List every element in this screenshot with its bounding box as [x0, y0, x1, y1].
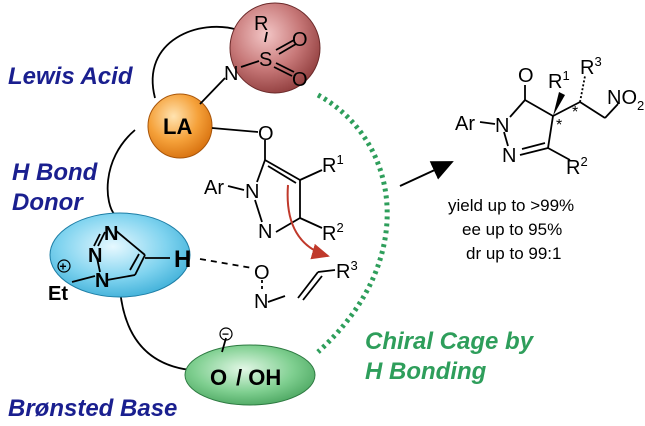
- bond-n-s: [240, 60, 260, 68]
- bond-la-o: [211, 127, 259, 133]
- nitro-r3-label: R3: [336, 258, 358, 283]
- scaffold-link-bottom: [119, 289, 191, 371]
- alkene-c1-c2: [297, 271, 319, 299]
- prod-c4-c3: [547, 115, 554, 149]
- product-r3-label: R3: [580, 54, 602, 79]
- bond-et-n3: [71, 275, 96, 283]
- stereo-star-2: *: [572, 104, 578, 121]
- chiral-cage-arc: [316, 92, 390, 354]
- nitro-o-label: O: [254, 262, 270, 284]
- bond-s-o-double-1a: [275, 39, 295, 51]
- tri-n3-c4: [106, 274, 136, 281]
- bond-ar-n1: [227, 185, 245, 191]
- hydrogen-bond-dash: [199, 258, 253, 269]
- product-r1-label: R1: [548, 68, 570, 93]
- stereo-star-1: *: [556, 117, 562, 134]
- h-bond-donor-role-label-2: Donor: [12, 189, 83, 216]
- nitro-n-o2: [267, 295, 286, 303]
- triazolium-ellipse: [49, 212, 191, 298]
- base-oh-label: / OH: [236, 365, 281, 390]
- chiral-cage-label-1: Chiral Cage by: [365, 328, 534, 355]
- scaffold-link-top: [151, 25, 239, 99]
- product-ar-label: Ar: [455, 113, 475, 135]
- prod-n1-c5: [509, 99, 526, 118]
- product-n1-label: N: [495, 115, 509, 137]
- bond-s-o-double-1b: [278, 43, 297, 55]
- ring-n2-n1: [254, 199, 263, 223]
- substrate-n2-label: N: [258, 221, 272, 243]
- bond-c4-r1: [299, 169, 323, 181]
- la-label: LA: [163, 114, 192, 139]
- attack-arrow: [286, 184, 330, 260]
- product-n2-label: N: [502, 145, 516, 167]
- bronsted-base-role-label: Brønsted Base: [8, 395, 178, 422]
- product-no2-label: NO2: [607, 87, 644, 113]
- tri-n1-n2: [97, 231, 106, 247]
- base-o-label: O: [210, 365, 227, 390]
- substrate-r2-label: R2: [322, 220, 344, 245]
- bond-s-o-double-2b: [273, 66, 293, 77]
- sulfonyl-o2-label: O: [292, 69, 308, 91]
- prod-n2-n1: [503, 131, 509, 147]
- prod-c4-ch: [552, 101, 581, 117]
- bond-s-r: [264, 31, 268, 43]
- dr-result: dr up to 99:1: [466, 244, 562, 263]
- lewis-acid-role-label: Lewis Acid: [8, 63, 133, 90]
- triazole-n2-label: N: [88, 245, 102, 267]
- bond-s-o-double-2a: [275, 62, 295, 73]
- tri-c4-c5-inner: [129, 253, 140, 271]
- sulfonyl-s-label: S: [259, 49, 272, 71]
- scaffold-link-left: [106, 129, 136, 216]
- product-o-label: O: [518, 65, 534, 87]
- substrate-ar-label: Ar: [204, 177, 224, 199]
- substrate-o-label: O: [258, 123, 274, 145]
- prod-wedge-r1: [553, 92, 565, 116]
- triazole-n1-label: N: [104, 223, 118, 245]
- triazole-n3-label: N: [95, 270, 109, 292]
- tri-n2-n3-a: [96, 257, 101, 273]
- prod-c3-n2: [519, 147, 549, 156]
- prod-ch-ch2: [579, 101, 606, 119]
- positive-charge-circle: [57, 259, 71, 273]
- negative-charge-label: −: [222, 327, 229, 341]
- lewis-acid-sphere: [147, 93, 213, 159]
- sulfonyl-o1-label: O: [292, 29, 308, 51]
- prod-c5-c4: [524, 99, 554, 117]
- alkene-c1-c2-inner: [302, 275, 323, 301]
- ethyl-label: Et: [48, 283, 68, 305]
- sulfonyl-r-label: R: [254, 13, 268, 35]
- prod-ch2-no2: [604, 103, 619, 119]
- ring-c5-c4-inner: [267, 165, 297, 184]
- substrate-n1-label: N: [245, 181, 259, 203]
- triazole-h-label: H: [174, 246, 191, 273]
- reaction-arrow: [399, 161, 454, 187]
- substrate-r1-label: R1: [322, 152, 344, 177]
- prod-c3-n2-inner: [521, 142, 546, 150]
- prod-ch-r3: [579, 75, 586, 103]
- bond-c3-r2: [299, 217, 323, 229]
- positive-charge-label: +: [60, 260, 67, 274]
- ring-c5-c4: [264, 159, 301, 181]
- tri-c5-n1: [114, 229, 146, 256]
- tri-c4-c5: [134, 254, 146, 276]
- yield-result: yield up to >99%: [448, 196, 575, 215]
- sulfonyl-sphere: [229, 2, 321, 94]
- bond-la-n: [199, 77, 226, 105]
- ring-n1-c5: [256, 159, 266, 183]
- prod-ar-n1: [479, 121, 496, 125]
- negative-charge-circle: [219, 327, 233, 341]
- alkene-c2-r3: [317, 269, 336, 273]
- product-r2-label: R2: [566, 154, 588, 179]
- h-bond-donor-role-label-1: H Bond: [12, 159, 98, 186]
- base-ellipse: [184, 344, 316, 406]
- sulfonamide-n-label: N: [224, 63, 238, 85]
- tri-n1-n2-inner: [93, 233, 101, 247]
- ee-result: ee up to 95%: [462, 220, 563, 239]
- chiral-cage-label-2: H Bonding: [365, 358, 487, 385]
- ring-c3-n2: [275, 217, 301, 233]
- nitro-n-label: N: [254, 291, 268, 313]
- prod-c3-r2: [547, 147, 571, 161]
